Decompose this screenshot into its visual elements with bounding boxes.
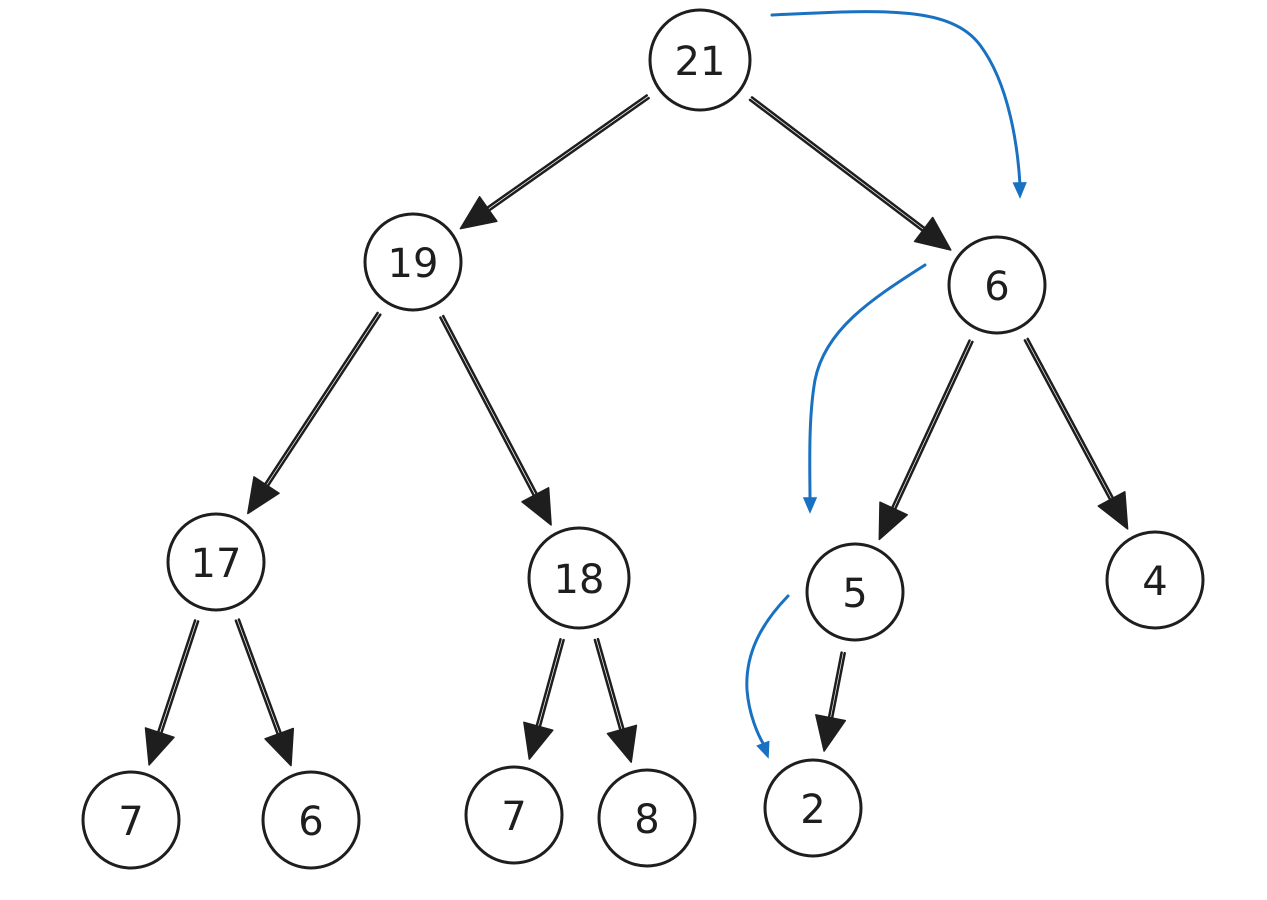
node-circle <box>805 542 905 642</box>
tree-node: 17 <box>166 512 266 612</box>
node-circle <box>597 768 697 868</box>
path-21-to-6 <box>770 10 1027 199</box>
node-label: 18 <box>554 557 605 603</box>
edge-arrowhead <box>521 487 552 526</box>
node-label: 7 <box>501 794 526 840</box>
node-circle <box>261 770 361 870</box>
edge-arrowhead <box>1097 491 1129 530</box>
tree-node: 6 <box>947 235 1047 335</box>
tree-node: 7 <box>81 770 181 870</box>
edge-n19-n17 <box>247 311 382 515</box>
node-circle <box>81 770 181 870</box>
node-label: 6 <box>298 799 323 845</box>
edge-n6a-n4 <box>1023 337 1129 530</box>
node-label: 2 <box>800 787 825 833</box>
tree-node: 4 <box>1105 530 1205 630</box>
node-circle <box>947 235 1047 335</box>
node-label: 6 <box>984 264 1009 310</box>
highlighted-path-layer <box>745 10 1027 759</box>
node-label: 4 <box>1142 559 1167 605</box>
tree-node: 18 <box>527 526 631 630</box>
edge-n6a-n5 <box>878 339 974 541</box>
node-label: 21 <box>675 39 726 85</box>
tree-node: 21 <box>648 8 752 112</box>
edge-arrowhead <box>913 216 952 251</box>
tree-node: 2 <box>763 758 863 858</box>
edge-n17-n7a <box>144 619 200 766</box>
path-6-to-5 <box>802 263 927 514</box>
edge-arrowhead <box>247 476 280 515</box>
node-circle <box>1105 530 1205 630</box>
edge-arrowhead <box>264 727 295 767</box>
tree-node: 5 <box>805 542 905 642</box>
path-arrowhead <box>1012 182 1027 199</box>
node-label: 5 <box>842 571 867 617</box>
path-5-to-2 <box>745 594 790 759</box>
edge-arrowhead <box>523 721 554 760</box>
node-circle <box>763 758 863 858</box>
node-label: 17 <box>191 541 242 587</box>
edge-n21-n6a <box>748 96 952 251</box>
edge-n5-n2 <box>815 651 847 752</box>
node-circle <box>464 765 564 865</box>
edge-arrowhead <box>878 501 908 541</box>
node-label: 7 <box>118 799 143 845</box>
node-label: 8 <box>634 797 659 843</box>
edge-arrowhead <box>144 727 175 766</box>
node-circle <box>527 526 631 630</box>
edge-n21-n19 <box>459 94 650 230</box>
edge-n18-n8 <box>593 637 638 763</box>
nodes-layer: 21 19 6 17 18 5 4 7 6 7 8 2 <box>81 8 1205 870</box>
edge-arrowhead <box>459 196 498 230</box>
node-circle <box>166 512 266 612</box>
tree-node: 19 <box>363 212 463 312</box>
edge-n17-n6b <box>234 618 295 767</box>
edge-arrowhead <box>606 724 638 763</box>
tree-node: 8 <box>597 768 697 868</box>
edge-n18-n7b <box>523 638 565 760</box>
node-circle <box>648 8 752 112</box>
node-circle <box>363 212 463 312</box>
edge-arrowhead <box>815 714 847 752</box>
node-label: 19 <box>388 241 439 287</box>
path-arrowhead <box>756 740 770 759</box>
tree-node: 6 <box>261 770 361 870</box>
edge-n19-n18 <box>439 314 552 526</box>
path-arrowhead <box>802 497 818 514</box>
edges-layer <box>144 94 1129 767</box>
tree-node: 7 <box>464 765 564 865</box>
